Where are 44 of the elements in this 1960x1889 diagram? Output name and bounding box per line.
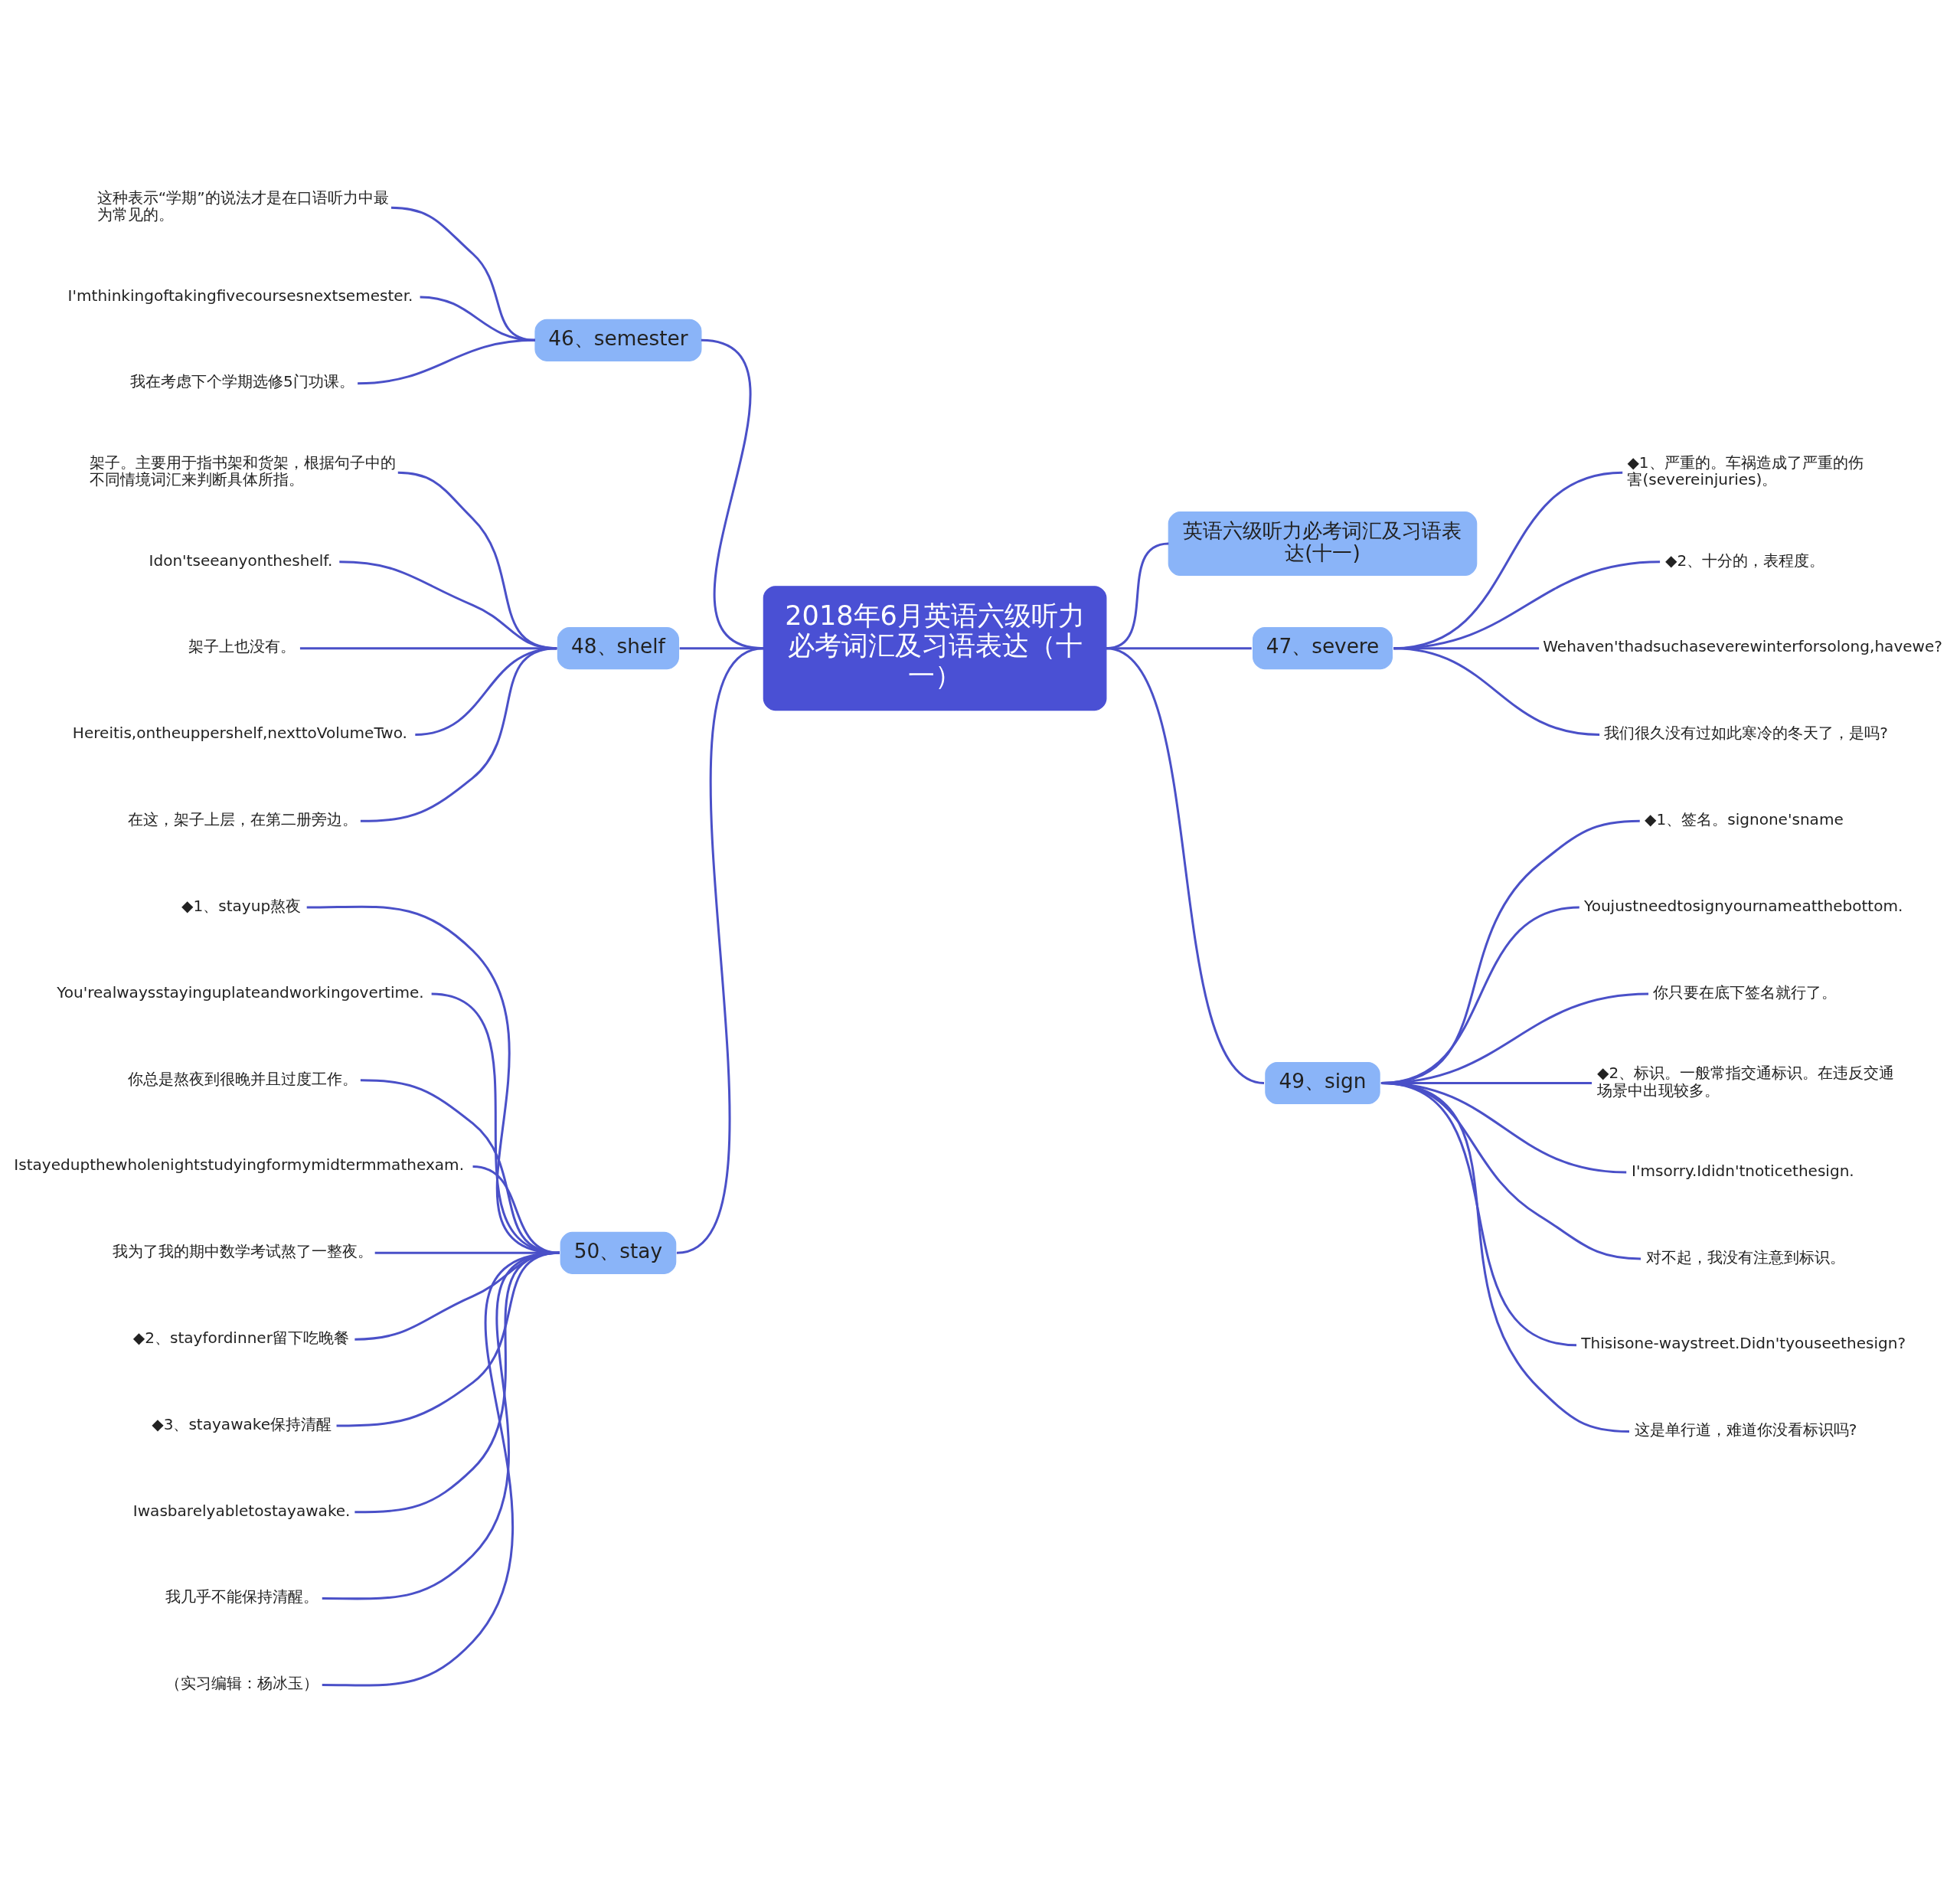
node-box: 2018年6月英语六级听力必考词汇及习语表达（十一） bbox=[763, 585, 1107, 711]
connector bbox=[360, 646, 557, 822]
node-text: 架子。主要用于指书架和货架，根据句子中的不同情境词汇来判断具体所指。 bbox=[90, 453, 397, 489]
node-text: ◆2、标识。一般常指交通标识。在违反交通场景中出现较多。 bbox=[1596, 1063, 1895, 1100]
node-box: 47、severe bbox=[1253, 626, 1393, 669]
connector bbox=[358, 338, 536, 384]
node-box: 48、shelf bbox=[557, 626, 680, 669]
node-text: Hereitis,ontheuppershelf,nexttoVolumeTwo. bbox=[72, 723, 407, 742]
node-box: 49、sign bbox=[1265, 1061, 1380, 1104]
connector bbox=[1393, 646, 1600, 736]
node-box: 46、semester bbox=[534, 319, 702, 361]
node-text: Youjustneedtosignyournameatthebottom. bbox=[1584, 896, 1903, 915]
node-text: 架子上也没有。 bbox=[188, 636, 296, 655]
node-text: Idon'tseeanyontheshelf. bbox=[149, 551, 333, 570]
node-text: Istayedupthewholenightstudyingformymidtermmathexam. bbox=[14, 1155, 465, 1174]
node-text: You'realwaysstayinguplateandworkingovertime. bbox=[57, 982, 424, 1002]
node-text: 我为了我的期中数学考试熬了一整夜。 bbox=[113, 1241, 374, 1260]
node-text: ◆1、严重的。车祸造成了严重的伤害(severeinjuries)。 bbox=[1627, 453, 1864, 489]
node-text: 对不起，我没有注意到标识。 bbox=[1645, 1247, 1845, 1266]
node-text: ◆1、签名。signone'sname bbox=[1645, 809, 1844, 828]
connector bbox=[676, 646, 764, 1254]
node-text: ◆2、十分的，表程度。 bbox=[1664, 551, 1825, 570]
node-box: 英语六级听力必考词汇及习语表达(十一) bbox=[1168, 511, 1478, 576]
node-text: 这是单行道，难道你没看标识吗? bbox=[1634, 1420, 1857, 1439]
node-text: ◆2、stayfordinner留下吃晚餐 bbox=[132, 1328, 349, 1347]
node-text: （实习编辑：杨冰玉） bbox=[165, 1673, 319, 1692]
node-text: 我几乎不能保持清醒。 bbox=[165, 1587, 319, 1606]
node-text: 我在考虑下个学期选修5门功课。 bbox=[130, 371, 354, 391]
node-text: Wehaven'thadsuchaseverewinterforsolong,havewe? bbox=[1543, 636, 1942, 655]
connector bbox=[1106, 646, 1265, 1084]
node-text: 我们很久没有过如此寒冷的冬天了，是吗? bbox=[1604, 723, 1889, 742]
node-text: I'mthinkingoftakingfivecoursesnextsemester. bbox=[67, 286, 413, 305]
node-text: 在这，架子上层，在第二册旁边。 bbox=[127, 809, 358, 828]
node-text: 你总是熬夜到很晚并且过度工作。 bbox=[127, 1069, 358, 1087]
node-text: I'msorry.Ididn'tnoticethesign. bbox=[1632, 1161, 1854, 1180]
node-text: 你只要在底下签名就行了。 bbox=[1653, 982, 1838, 1002]
connector bbox=[322, 1251, 560, 1686]
node-text: ◆3、stayawake保持清醒 bbox=[152, 1414, 332, 1433]
node-text: ◆1、stayup熬夜 bbox=[181, 896, 302, 915]
connector bbox=[1380, 1081, 1629, 1433]
node-text: Iwasbarelyabletostayawake. bbox=[132, 1501, 351, 1520]
node-text: Thisisone-waystreet.Didn'tyouseethesign? bbox=[1581, 1333, 1906, 1352]
node-text: 这种表示“学期”的说法才是在口语听力中最为常见的。 bbox=[96, 188, 389, 224]
node-box: 50、stay bbox=[560, 1231, 677, 1274]
